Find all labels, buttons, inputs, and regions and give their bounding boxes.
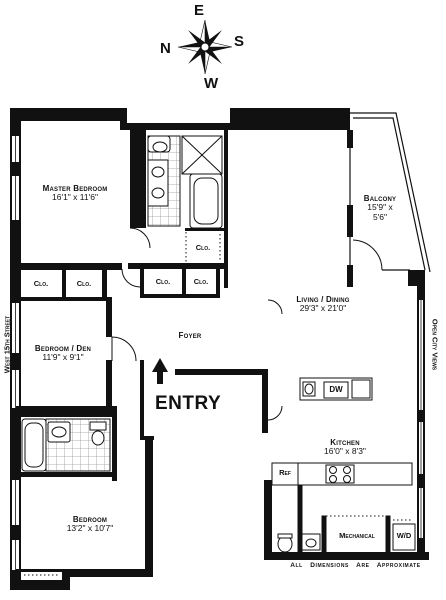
room-name: Bedroom / Den <box>34 344 92 353</box>
room-name: Balcony <box>363 194 397 203</box>
room-dimensions: 16'0" x 8'3" <box>324 446 366 457</box>
door-swings <box>111 227 283 421</box>
room-dimensions: 5'6" <box>372 211 388 222</box>
closet-label: Clo. <box>155 277 171 286</box>
dishwasher-label: DW <box>329 385 343 394</box>
room-foyer: Foyer <box>160 331 220 340</box>
room-name: Bedroom <box>72 515 108 524</box>
room-dimensions: 16'1" x 11'6" <box>52 192 98 203</box>
closet-label: Clo. <box>34 579 50 588</box>
closet-label: Clo. <box>76 279 92 288</box>
closet-label: Clo. <box>33 279 49 288</box>
room-dimensions: 11'9" x 9'1" <box>42 352 84 363</box>
compass-west-label: W <box>204 75 219 92</box>
compass-east-label: E <box>194 2 205 19</box>
room-name: Master Bedroom <box>42 184 108 193</box>
room-name: Living / Dining <box>296 295 350 304</box>
master-bath-fixtures <box>147 135 223 229</box>
room-bedroom-den: Bedroom / Den 11'9" x 9'1" <box>18 344 108 363</box>
compass-north-label: N <box>160 40 171 57</box>
room-mechanical: Mechanical <box>339 531 375 540</box>
room-bedroom: Bedroom 13'2" x 10'7" <box>40 515 140 534</box>
room-kitchen: Kitchen 16'0" x 8'3" <box>305 438 385 457</box>
room-name: Kitchen <box>330 438 360 447</box>
closet-label: Clo. <box>195 243 211 252</box>
entry-label: ENTRY <box>155 393 222 414</box>
compass-south-label: S <box>234 33 245 50</box>
kitchen-fixtures <box>271 377 416 557</box>
room-dimensions: 13'2" x 10'7" <box>66 523 114 534</box>
room-name: Foyer <box>178 331 202 340</box>
compass-rose <box>177 19 233 75</box>
washer-dryer-label: W/D <box>396 531 412 540</box>
room-living-dining: Living / Dining 29'3" x 21'0" <box>268 295 378 314</box>
closet-label: Clo. <box>193 277 209 286</box>
room-dimensions: 15'9" x <box>367 202 393 213</box>
room-balcony: Balcony 15'9" x 5'6" <box>350 194 410 223</box>
room-master-bedroom: Master Bedroom 16'1" x 11'6" <box>20 184 130 203</box>
entry-arrow <box>152 358 168 384</box>
room-dimensions: 29'3" x 21'0" <box>299 303 347 314</box>
dotted-lines <box>22 228 413 576</box>
footnote: All Dimensions Are Approximate <box>290 562 421 569</box>
views-label: Open City Views <box>430 318 440 371</box>
refrigerator-label: Ref <box>279 468 291 477</box>
interior-walls <box>16 128 268 589</box>
street-label: West 15th Street <box>2 315 12 374</box>
hall-bath-fixtures <box>21 418 111 472</box>
